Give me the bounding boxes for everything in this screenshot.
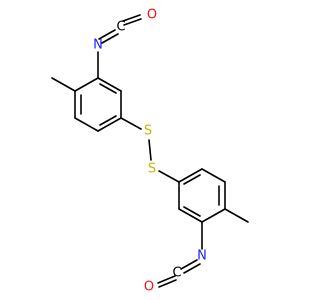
bond (201, 208, 226, 223)
bond (178, 208, 203, 223)
bond (180, 259, 198, 270)
atom-label-o1: O (147, 8, 157, 23)
bond (158, 170, 180, 183)
bond (157, 275, 176, 284)
bond (123, 18, 142, 26)
bond (97, 77, 122, 92)
bond (74, 77, 99, 92)
bond (74, 117, 99, 132)
bond (183, 206, 201, 217)
atom-label-c1: C (116, 20, 125, 35)
atom-label-n1: N (93, 38, 103, 53)
bond (158, 279, 177, 288)
bond (201, 168, 226, 183)
bond (97, 117, 122, 132)
bond (122, 14, 141, 22)
bond (98, 29, 116, 40)
structure-diagram: N C O S S N C O (51, 8, 249, 295)
atom-label-s2: S (148, 162, 156, 177)
atom-label-c2: C (172, 266, 181, 281)
upper-ring (51, 14, 142, 132)
bond (99, 83, 117, 94)
bond (99, 115, 117, 126)
bond (101, 33, 119, 44)
bond (224, 208, 249, 223)
lower-ring (157, 168, 249, 288)
atom-label-n2: N (197, 249, 207, 264)
atom-label-s1: S (144, 124, 152, 139)
bond (178, 168, 203, 183)
bond (183, 174, 201, 185)
atom-label-o2: O (144, 280, 154, 295)
bond (183, 263, 201, 274)
bond (120, 117, 142, 130)
bond (51, 77, 76, 92)
bond (148, 139, 152, 161)
